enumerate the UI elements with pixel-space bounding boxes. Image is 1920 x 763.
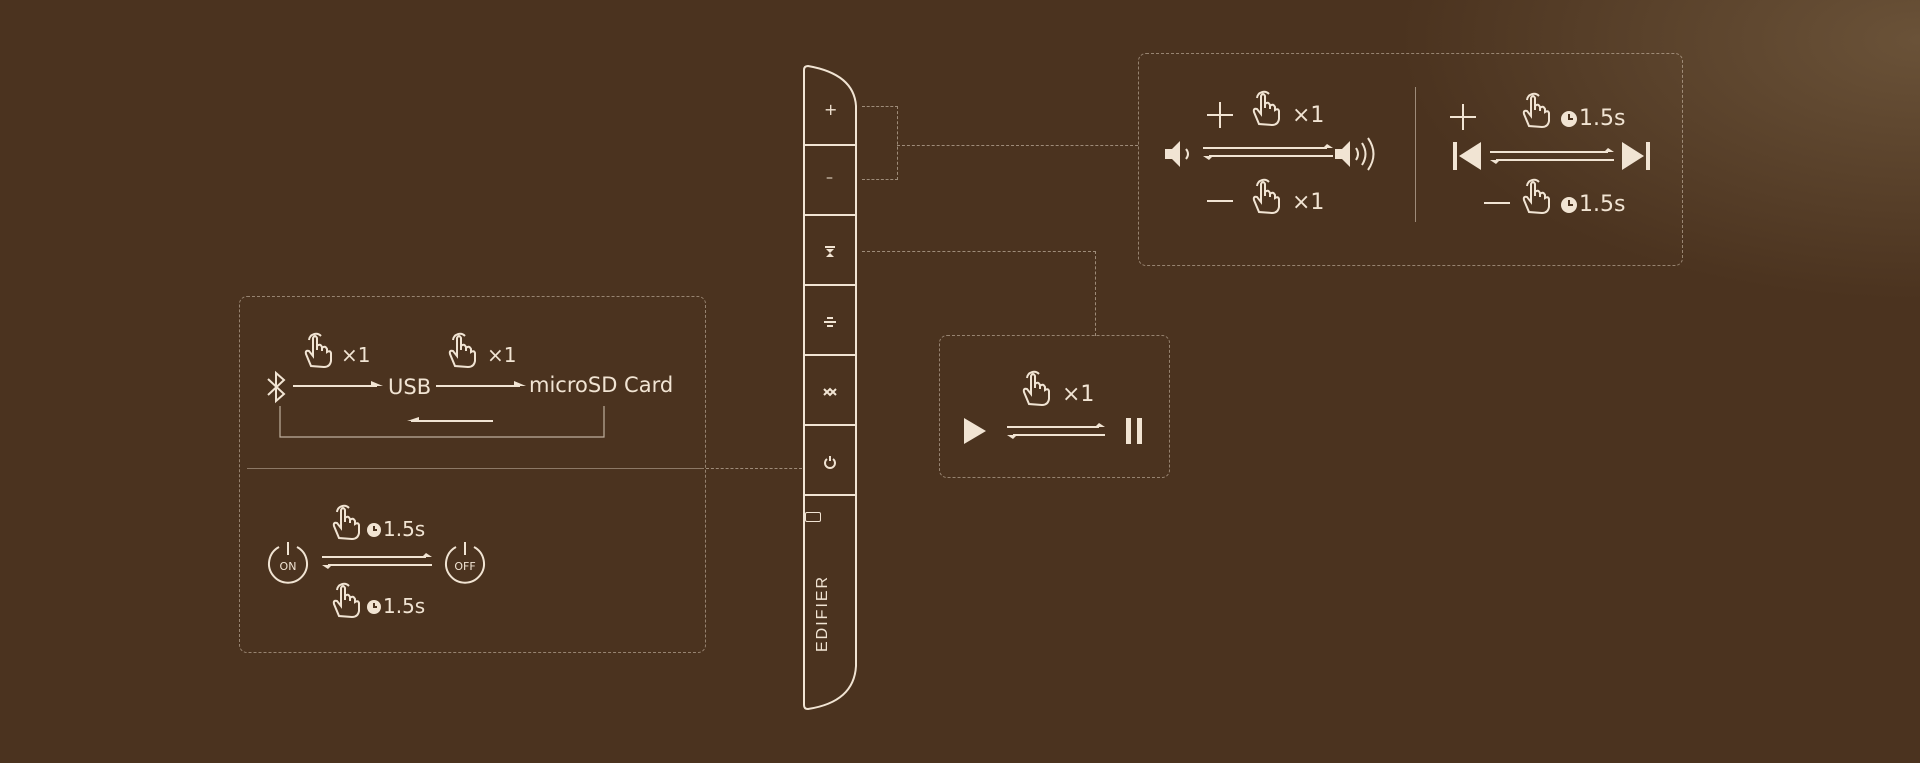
press-hand-icon — [332, 582, 360, 619]
power-icon — [824, 456, 836, 469]
power-off-label: OFF — [454, 560, 476, 573]
device-button-power[interactable] — [805, 428, 855, 496]
connector-play — [862, 251, 1096, 336]
plus-icon: + — [824, 100, 838, 119]
device-slot — [805, 512, 821, 522]
arrow-to-microsd — [436, 381, 526, 387]
connector-volume — [897, 145, 1138, 146]
previous-track-icon — [1453, 142, 1481, 170]
volume-arrows — [1203, 144, 1333, 160]
device-button-mode[interactable] — [805, 218, 855, 286]
source-press-count-2: ×1 — [487, 343, 517, 367]
volume-up-plus-icon — [1207, 102, 1233, 128]
clock-icon — [1561, 197, 1577, 213]
press-hand-icon — [1522, 92, 1550, 129]
mode-icon — [825, 246, 835, 257]
usb-label: USB — [388, 375, 432, 399]
device-button-minus[interactable]: – — [805, 148, 855, 216]
panel-divider — [1415, 87, 1416, 222]
device-button-bluetooth[interactable] — [805, 358, 855, 426]
device-body — [803, 64, 857, 711]
play-icon — [964, 418, 986, 444]
press-hand-icon — [1022, 370, 1050, 407]
track-prev-hold-time: 1.5s — [1579, 192, 1626, 217]
press-hand-icon — [1522, 178, 1550, 215]
connector-power — [706, 468, 802, 469]
device-brand: EDIFIER — [814, 574, 831, 652]
play-pause-arrows — [1007, 423, 1105, 439]
press-hand-icon — [304, 332, 332, 369]
device-button-plus[interactable]: + — [805, 80, 855, 146]
pause-icon — [1126, 418, 1142, 444]
connector-plus — [862, 106, 898, 180]
arrow-to-usb — [293, 381, 383, 387]
play-press-count: ×1 — [1062, 382, 1095, 407]
track-next-hold-time: 1.5s — [1579, 106, 1626, 131]
track-prev-minus-icon — [1484, 202, 1510, 204]
clock-icon — [1561, 111, 1577, 127]
press-hand-icon — [1252, 90, 1280, 127]
volume-down-minus-icon — [1207, 200, 1233, 202]
track-next-plus-icon — [1450, 104, 1476, 130]
volume-up-press-count: ×1 — [1292, 103, 1325, 128]
volume-down-press-count: ×1 — [1292, 190, 1325, 215]
eq-icon — [824, 317, 836, 327]
play-pause-panel — [939, 335, 1170, 478]
panel-divider — [247, 468, 704, 469]
press-hand-icon — [332, 504, 360, 541]
clock-icon — [367, 523, 381, 537]
track-arrows — [1490, 148, 1614, 164]
source-power-panel — [239, 296, 706, 653]
next-track-icon — [1622, 142, 1650, 170]
press-hand-icon — [1252, 178, 1280, 215]
bluetooth-icon — [267, 370, 286, 404]
power-on-label: ON — [279, 560, 297, 573]
press-hand-icon — [448, 332, 476, 369]
clock-icon — [367, 600, 381, 614]
power-arrows — [322, 553, 432, 569]
minus-icon: – — [826, 170, 833, 186]
volume-low-icon — [1165, 141, 1189, 167]
power-off-icon: OFF — [444, 541, 486, 584]
return-loop — [279, 406, 605, 438]
device-button-eq[interactable] — [805, 288, 855, 356]
power-off-hold-time: 1.5s — [383, 594, 426, 618]
speaker-device: EDIFIER — [802, 64, 858, 711]
volume-track-panel — [1138, 53, 1683, 266]
bluetooth-icon — [823, 387, 837, 397]
volume-high-icon — [1335, 137, 1375, 171]
power-on-icon: ON — [267, 541, 309, 584]
source-press-count-1: ×1 — [341, 343, 371, 367]
power-on-hold-time: 1.5s — [383, 517, 426, 541]
microsd-card-label: microSD Card — [529, 373, 674, 397]
